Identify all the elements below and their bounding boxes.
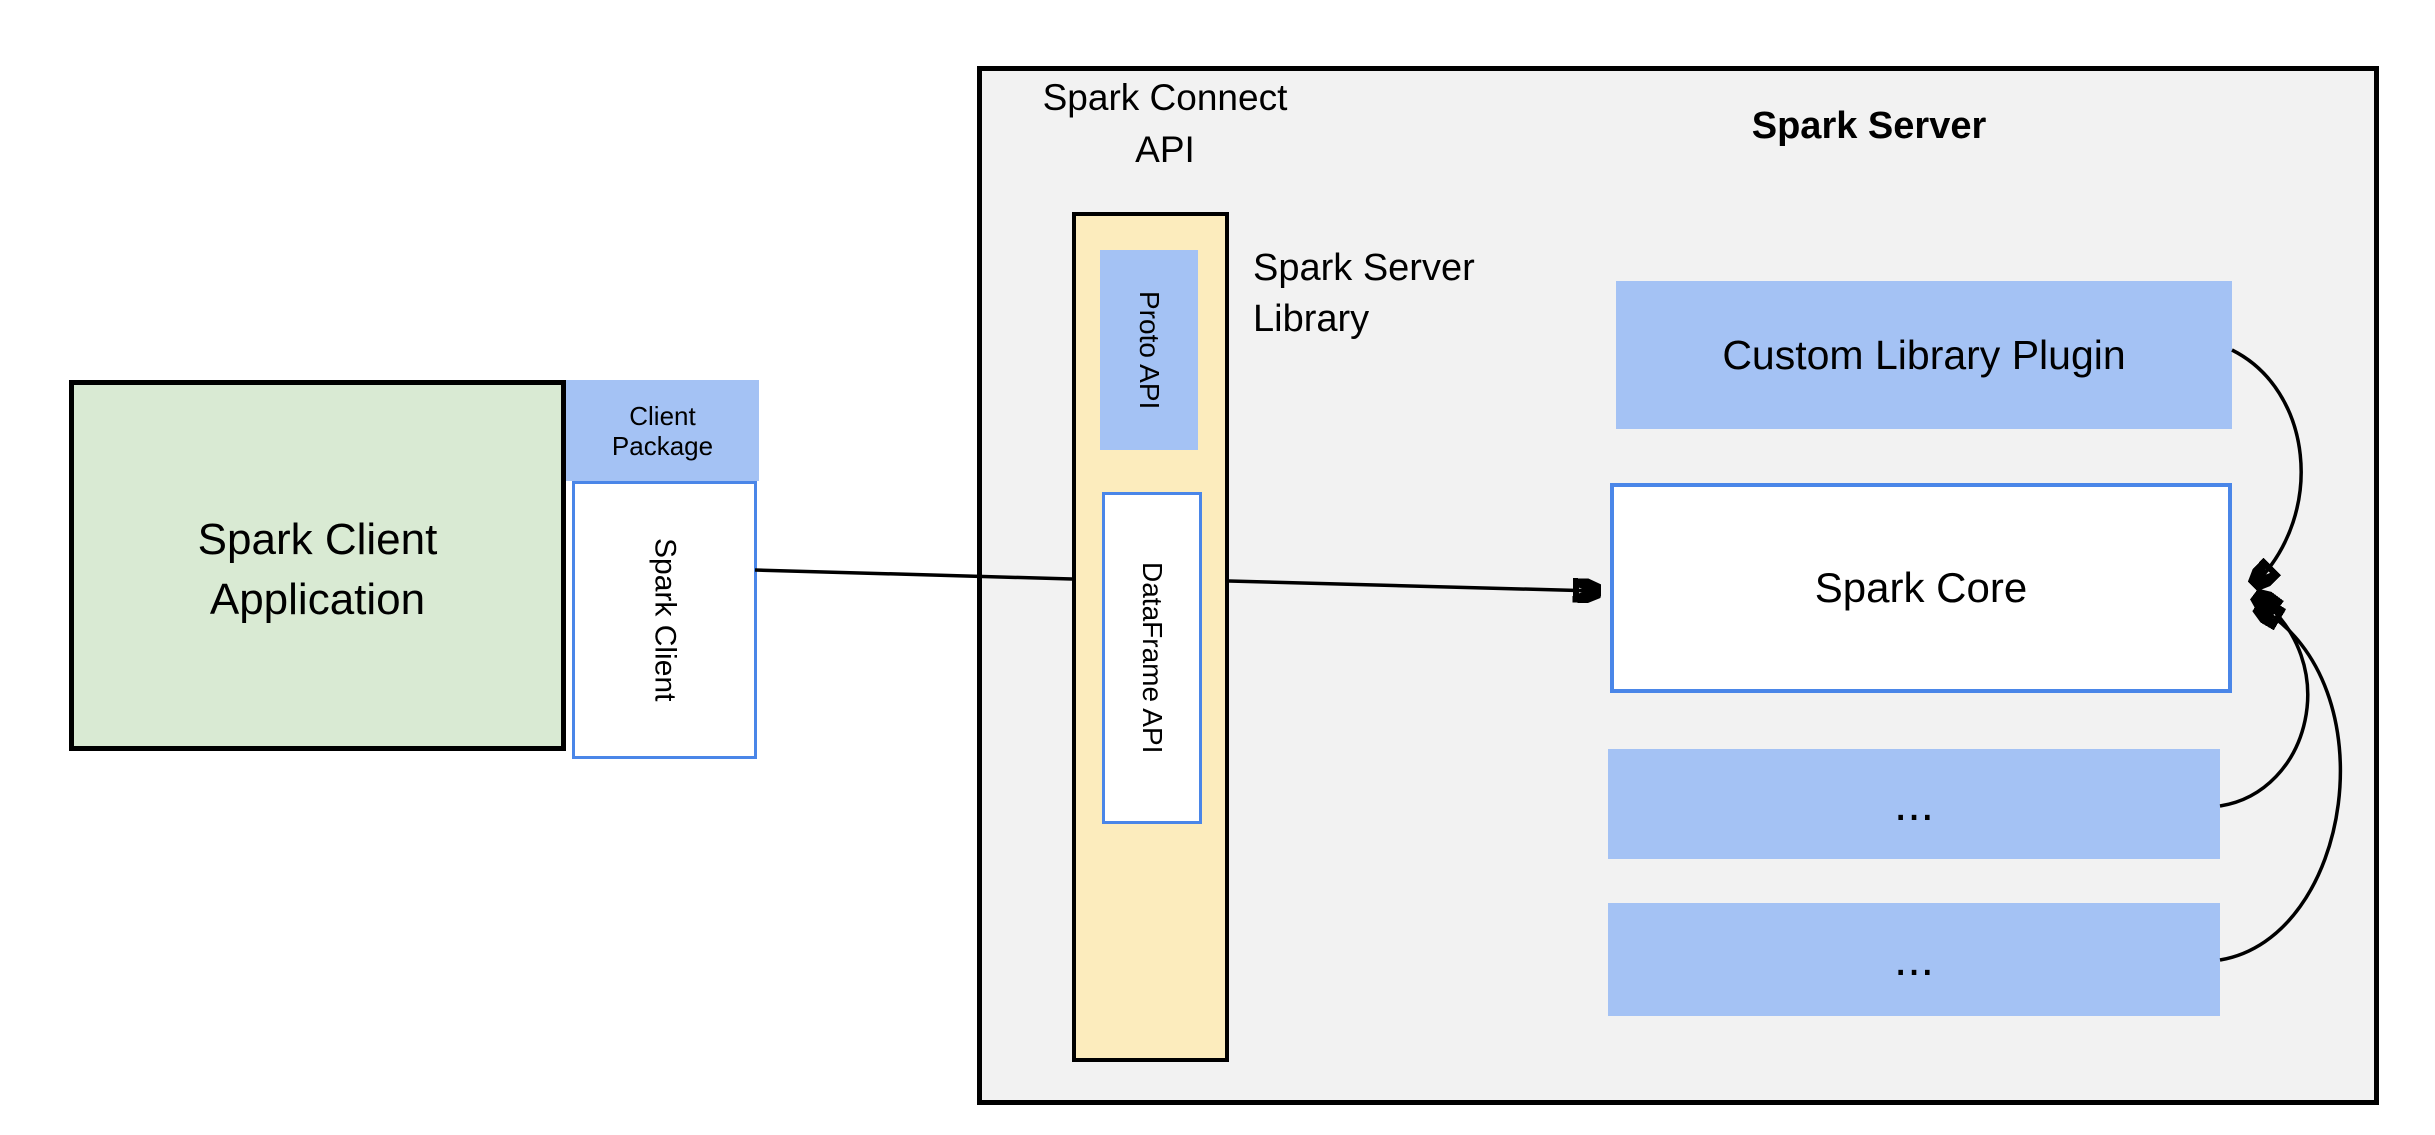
app-label-line1: Spark Client xyxy=(197,515,438,564)
spark-core-box: Spark Core xyxy=(1610,483,2232,693)
connect-api-line2: API xyxy=(1135,129,1195,170)
spark-client-box: Spark Client xyxy=(572,481,757,759)
client-package-line1: Client xyxy=(629,400,696,431)
dataframe-api-label: DataFrame API xyxy=(1137,562,1168,754)
proto-api-label: Proto API xyxy=(1134,290,1165,410)
spark-client-application-label: Spark Client Application xyxy=(69,510,566,630)
client-package-box: Client Package xyxy=(566,380,759,481)
spark-connect-api-label: Spark Connect API xyxy=(1040,72,1290,176)
spark-client-application-box xyxy=(69,380,566,751)
dataframe-api-box: DataFrame API xyxy=(1102,492,1202,824)
ellipsis-1-label: ... xyxy=(1893,777,1934,831)
proto-api-box: Proto API xyxy=(1100,250,1198,450)
ellipsis-box-2: ... xyxy=(1608,903,2220,1016)
spark-client-label: Spark Client xyxy=(648,538,682,702)
spark-core-label: Spark Core xyxy=(1814,564,2028,611)
connect-api-line1: Spark Connect xyxy=(1042,77,1288,118)
client-package-line2: Package xyxy=(611,430,714,461)
spark-server-title: Spark Server xyxy=(1751,105,1987,147)
spark-server-library-label: Spark Server Library xyxy=(1253,243,1593,345)
server-library-line1: Spark Server xyxy=(1253,247,1475,289)
custom-library-plugin-box: Custom Library Plugin xyxy=(1616,281,2232,429)
server-library-line2: Library xyxy=(1253,298,1370,340)
custom-library-plugin-label: Custom Library Plugin xyxy=(1722,331,2126,378)
ellipsis-2-label: ... xyxy=(1893,933,1934,986)
ellipsis-box-1: ... xyxy=(1608,749,2220,859)
app-label-line2: Application xyxy=(209,575,426,624)
